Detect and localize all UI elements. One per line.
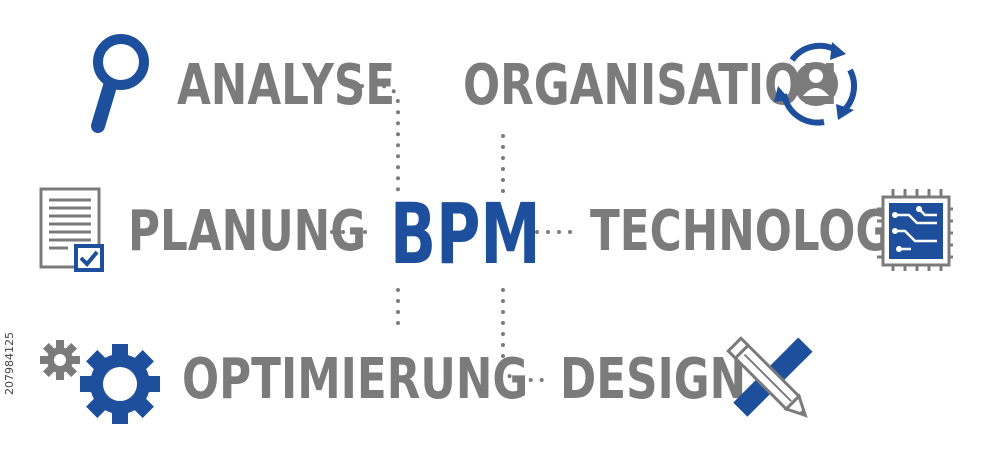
pencil-ruler-icon [726, 336, 813, 418]
image-id-vertical-text: 207984125 [3, 332, 16, 395]
planung-label: PLANUNG [128, 199, 367, 264]
connector-analyse [360, 84, 400, 197]
gears-icon [40, 340, 160, 424]
connector-design [501, 288, 545, 382]
organisation-label: ORGANISATION [463, 53, 838, 118]
design-label: DESIGN [560, 347, 747, 412]
optimierung-label: OPTIMIERUNG [182, 347, 529, 412]
magnifier-icon [91, 34, 149, 133]
circuit-chip-icon [877, 189, 953, 271]
analyse-label: ANALYSE [177, 53, 396, 118]
person-cycle-icon [774, 42, 857, 126]
checklist-document-icon [39, 187, 104, 272]
center-label: BPM [390, 185, 541, 283]
